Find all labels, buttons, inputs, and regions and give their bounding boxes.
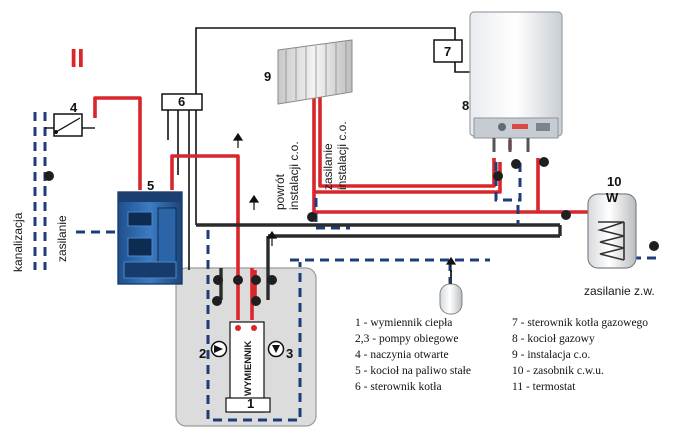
label-num-10-w: W — [606, 190, 619, 205]
label-num-9: 9 — [264, 69, 271, 84]
open-vessel-4 — [45, 113, 95, 137]
radiator-9 — [277, 39, 353, 105]
legend-item: 1 - wymiennik ciepła — [355, 317, 452, 329]
marker-II: II — [70, 43, 84, 73]
label-kanalizacja: kanalizacja — [11, 212, 25, 272]
return-pipes — [196, 223, 562, 300]
legend-item: 8 - kocioł gazowy — [512, 333, 595, 345]
label-zasilanie-zw: zasilanie z.w. — [584, 284, 655, 298]
legend-item: 6 - sterownik kotła — [355, 381, 442, 393]
heat-exchanger-1 — [225, 321, 271, 413]
legend-item: 10 - zasobnik c.w.u. — [512, 365, 604, 377]
expansion-vessel — [439, 270, 463, 315]
pump-3 — [267, 340, 285, 358]
label-num-6: 6 — [178, 94, 185, 109]
legend-item: 7 - sterownik kotła gazowego — [512, 317, 648, 329]
solid-fuel-boiler-5 — [117, 191, 183, 285]
gas-controller-7 — [433, 39, 463, 63]
label-num-8: 8 — [462, 98, 469, 113]
label-num-4: 4 — [70, 100, 78, 115]
legend-left: 1 - wymiennik ciepła 2,3 - pompy obiegow… — [355, 317, 471, 393]
label-num-10: 10 — [607, 174, 621, 189]
label-num-1: 1 — [247, 396, 254, 411]
legend-item: 5 - kocioł na paliwo stałe — [355, 365, 471, 377]
label-zasilanie: zasilanie — [55, 215, 69, 262]
label-num-7: 7 — [444, 44, 451, 59]
cold-water-pipes — [33, 112, 660, 422]
gas-boiler-8 — [469, 11, 563, 152]
control-wires — [167, 27, 470, 270]
legend-right: 7 - sterownik kotła gazowego 8 - kocioł … — [512, 317, 648, 393]
boiler-controller-6 — [161, 93, 203, 111]
legend-item: 11 - termostat — [512, 381, 576, 393]
small-arrows — [232, 132, 457, 272]
legend-item: 4 - naczynia otwarte — [355, 349, 449, 361]
label-powrot: powrót — [273, 173, 287, 210]
label-powrot-instalacji: instalacji c.o. — [287, 141, 301, 210]
legend-item: 9 - instalacja c.o. — [512, 349, 590, 361]
label-num-3: 3 — [286, 346, 293, 361]
label-zasilanie-instalacji: instalacji c.o. — [335, 121, 349, 190]
label-zasilanie-co: zasilanie — [321, 143, 335, 190]
label-num-5: 5 — [147, 178, 154, 193]
valves — [44, 157, 659, 306]
hot-water-tank-10 — [587, 193, 637, 269]
sensor-dots — [235, 325, 257, 331]
legend-item: 2,3 - pompy obiegowe — [355, 333, 458, 345]
label-num-2: 2 — [199, 346, 206, 361]
label-wymiennik: WYMIENNIK — [243, 340, 254, 396]
pump-2 — [210, 340, 228, 358]
